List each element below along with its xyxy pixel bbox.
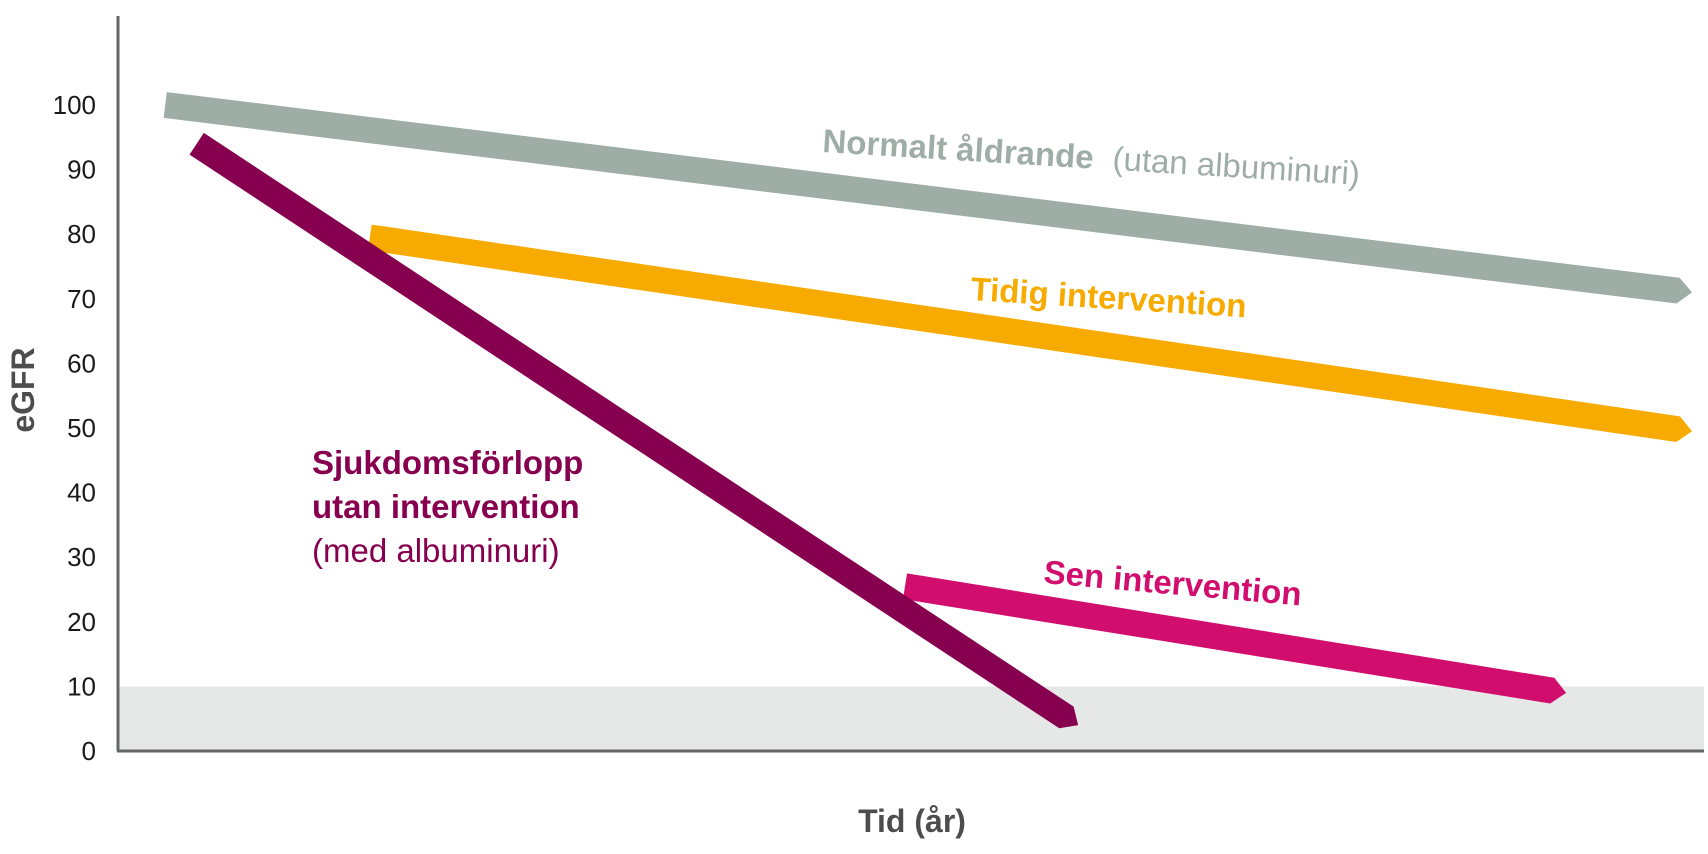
axes-layer (116, 16, 1704, 753)
series-label-utan: Sjukdomsförlopp utan intervention (med a… (312, 444, 583, 569)
series-label-normal: Normalt åldrande (utan albuminuri) (822, 122, 1361, 192)
y-tick-label: 10 (67, 671, 96, 701)
shaded-band (118, 686, 1704, 751)
series-label-utan-line1: Sjukdomsförlopp (312, 444, 583, 481)
y-tick-label: 20 (67, 607, 96, 637)
series-band-tidig (367, 224, 1693, 443)
series-band-normal (163, 92, 1693, 304)
series-layer (163, 92, 1693, 729)
x-axis-title: Tid (år) (858, 803, 966, 839)
y-tick-label: 80 (67, 219, 96, 249)
y-tick-label: 70 (67, 284, 96, 314)
y-axis-title: eGFR (5, 347, 41, 432)
y-tick-labels: 0 10 20 30 40 50 60 70 80 90 100 (53, 90, 96, 766)
series-label-utan-line3: (med albuminuri) (312, 532, 560, 569)
y-tick-label: 30 (67, 542, 96, 572)
series-label-utan-line2: utan intervention (312, 488, 580, 525)
series-label-tidig: Tidig intervention (970, 270, 1248, 324)
series-label-normal-bold: Normalt åldrande (822, 122, 1095, 175)
y-tick-label: 60 (67, 348, 96, 378)
y-tick-label: 0 (82, 736, 96, 766)
shaded-band-layer (118, 686, 1704, 751)
y-tick-label: 50 (67, 413, 96, 443)
y-tick-label: 90 (67, 155, 96, 185)
y-tick-label: 100 (53, 90, 96, 120)
series-band-utan (189, 132, 1079, 729)
y-tick-label: 40 (67, 478, 96, 508)
series-band-sen (902, 573, 1567, 704)
series-label-normal-regular: (utan albuminuri) (1112, 140, 1361, 192)
